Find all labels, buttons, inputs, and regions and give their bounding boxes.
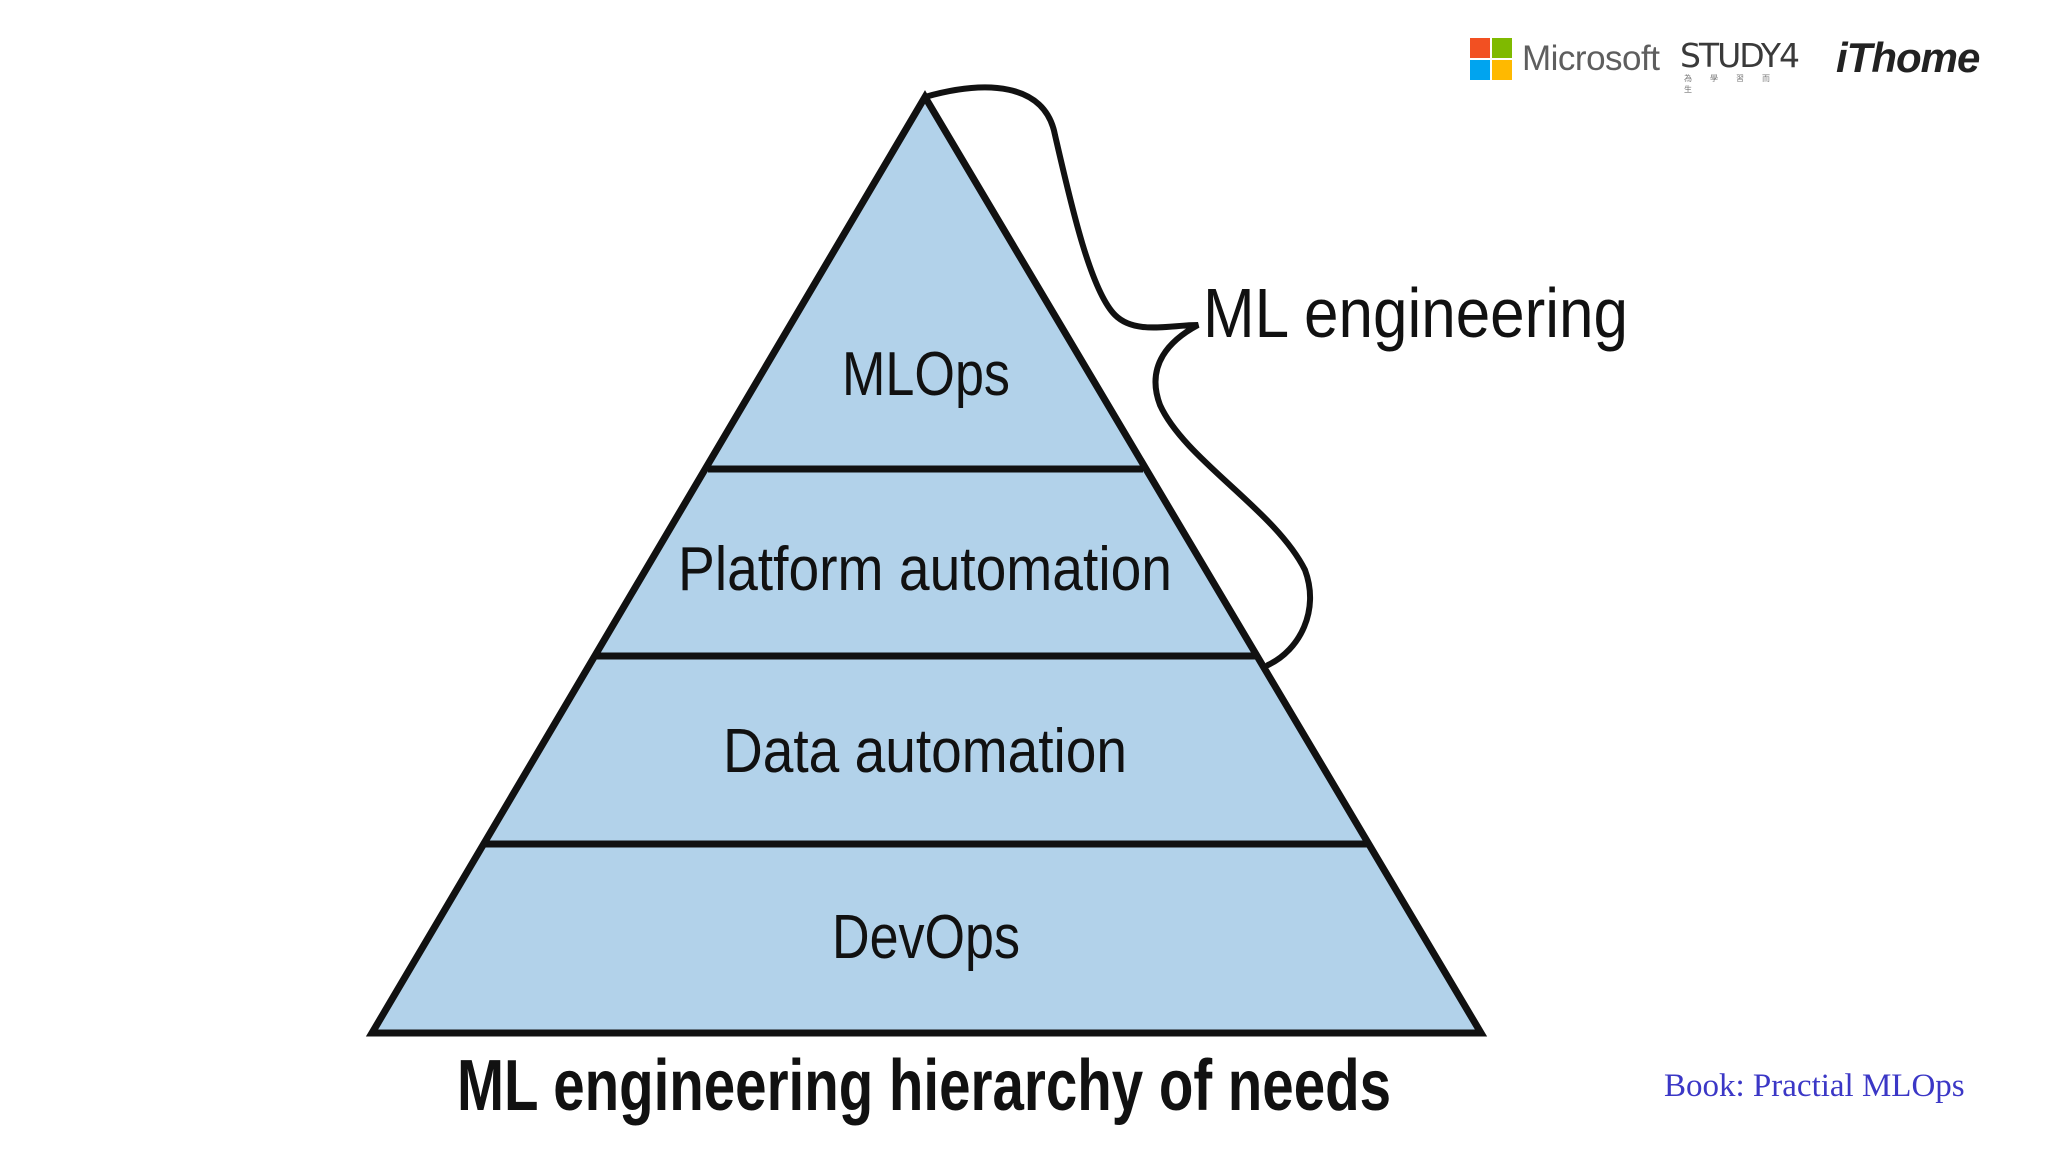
study4-wordmark: STUDY4 xyxy=(1680,36,1800,75)
diagram-caption: ML engineering hierarchy of needs xyxy=(457,1046,1391,1126)
pyramid-outline xyxy=(365,90,1488,1037)
pyramid-shape xyxy=(372,97,1481,1033)
ml-engineering-brace xyxy=(922,84,1314,668)
study4-tagline: 為學習而生 xyxy=(1684,74,1788,94)
study4-logo: STUDY4 為學習而生 xyxy=(1680,36,1800,95)
layer-label-devops: DevOps xyxy=(832,903,1020,972)
layer-label-data-automation: Data automation xyxy=(723,717,1127,786)
ithome-logo: iThome xyxy=(1836,34,1980,81)
microsoft-logo-icon xyxy=(1470,38,1512,80)
microsoft-logo: Microsoft xyxy=(1470,38,1660,80)
layer-label-mlops: MLOps xyxy=(842,340,1010,409)
source-note: Book: Practial MLOps xyxy=(1664,1068,1965,1104)
layer-label-platform-automation: Platform automation xyxy=(678,535,1172,604)
microsoft-wordmark: Microsoft xyxy=(1522,39,1660,78)
brace-label: ML engineering xyxy=(1203,274,1628,352)
